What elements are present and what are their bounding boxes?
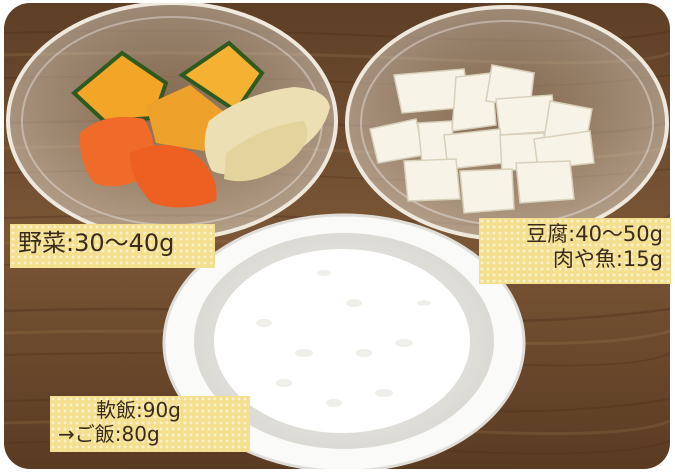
rice-portion-text: →ご飯:80g <box>58 421 160 446</box>
rice-bowl <box>162 213 526 469</box>
protein-portion-label: 豆腐:40〜50g 肉や魚:15g <box>479 218 671 284</box>
vegetable-portion-text: 野菜:30〜40g <box>18 229 175 257</box>
vegetable-portion-label: 野菜:30〜40g <box>10 224 215 268</box>
pumpkin-piece <box>178 40 265 114</box>
soft-rice-portion-text: 軟飯:90g <box>96 398 181 422</box>
rice-portion-label: 軟飯:90g →ご飯:80g <box>50 396 250 452</box>
tofu-bowl <box>345 5 669 241</box>
meat-fish-portion-text: 肉や魚:15g <box>552 246 663 271</box>
vegetable-bowl <box>6 3 338 241</box>
tofu-cubes <box>369 64 595 214</box>
tofu-portion-text: 豆腐:40〜50g <box>526 222 663 246</box>
rice <box>214 249 470 433</box>
carrot-piece <box>130 145 217 208</box>
